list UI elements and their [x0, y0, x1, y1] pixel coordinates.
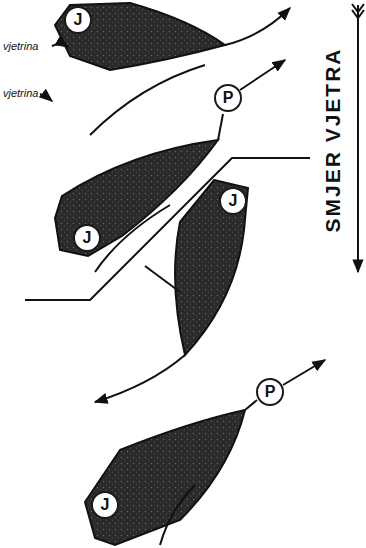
circle-letter: J — [74, 12, 83, 28]
circle-letter: P — [223, 90, 234, 106]
sail-marker-circle: P — [256, 378, 284, 406]
sheet-lines — [25, 4, 364, 545]
force-arrow — [283, 360, 325, 385]
wind-direction-arrow — [357, 5, 359, 272]
wind-arrow — [52, 44, 68, 47]
wind-label: vjetrina — [3, 87, 38, 99]
sheet-line — [95, 205, 170, 272]
circle-letter: J — [229, 193, 238, 209]
sheet-line — [145, 266, 180, 292]
sail-marker-circle: J — [91, 491, 119, 519]
circle-letter: J — [83, 230, 92, 246]
wind-direction-label: SMJER VJETRA — [321, 47, 345, 232]
boundary-line — [25, 158, 310, 300]
sail-marker-circle: P — [214, 84, 242, 112]
sheet-line — [245, 400, 257, 410]
sail-marker-circle: J — [64, 6, 92, 34]
arrow-feathers — [352, 4, 364, 18]
circle-letter: J — [101, 497, 110, 513]
sheet-line — [160, 485, 195, 545]
force-arrow — [225, 8, 290, 45]
sheet-line — [90, 65, 205, 135]
sail — [175, 180, 248, 355]
sail-marker-circle: J — [73, 224, 101, 252]
wind-label: vjetrina — [3, 40, 38, 52]
sail-marker-circle: J — [219, 187, 247, 215]
force-arrow — [240, 60, 285, 90]
sheet-line — [218, 114, 223, 140]
sail-shapes — [55, 3, 248, 545]
wind-arrow — [40, 94, 52, 101]
sail — [85, 410, 245, 545]
force-arrow — [95, 355, 185, 402]
sail — [55, 3, 225, 70]
circle-letter: P — [265, 384, 276, 400]
